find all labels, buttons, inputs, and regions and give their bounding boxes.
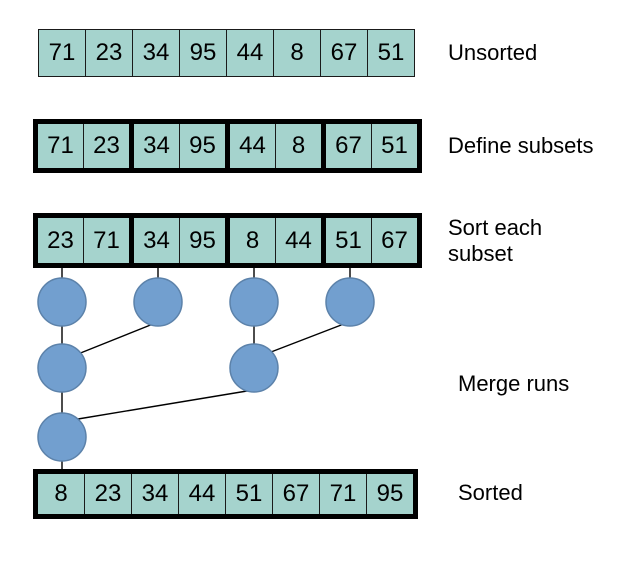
- array-cell: 71: [39, 30, 85, 76]
- array-cell: 8: [273, 30, 320, 76]
- array-cell: 67: [320, 30, 367, 76]
- array-cell: 95: [179, 124, 225, 168]
- subset-group: 34 95: [129, 213, 230, 268]
- array-cell: 67: [371, 218, 417, 263]
- subset-group: 44 8: [225, 119, 326, 173]
- array-row-sort-each-subset: 23 71 34 95 8 44 51 67: [33, 213, 422, 268]
- array-cell: 34: [131, 474, 178, 514]
- array-cell: 44: [178, 474, 225, 514]
- merge-node: [325, 277, 375, 327]
- array-cell: 51: [371, 124, 417, 168]
- array-cell: 71: [38, 124, 83, 168]
- array-cell: 8: [38, 474, 84, 514]
- array-cell: 95: [179, 218, 225, 263]
- stage-label-unsorted: Unsorted: [448, 40, 538, 65]
- subset-group: 34 95: [129, 119, 230, 173]
- array-cell: 8: [230, 218, 275, 263]
- merge-node: [37, 343, 87, 393]
- array-row-unsorted: 71 23 34 95 44 8 67 51: [38, 29, 415, 77]
- merge-nodes: [37, 277, 375, 462]
- stage-label-sorted: Sorted: [458, 480, 523, 505]
- merge-node: [229, 277, 279, 327]
- array-cell: 34: [132, 30, 179, 76]
- subset-group: 71 23: [33, 119, 134, 173]
- merge-node: [37, 277, 87, 327]
- array-cell: 8: [275, 124, 321, 168]
- array-cell: 95: [366, 474, 413, 514]
- array-cell: 44: [230, 124, 275, 168]
- subset-group: 51 67: [321, 213, 422, 268]
- array-cell: 71: [83, 218, 129, 263]
- array-cell: 23: [85, 30, 132, 76]
- subset-group: 23 71: [33, 213, 134, 268]
- array-cell: 51: [367, 30, 414, 76]
- array-cell: 44: [226, 30, 273, 76]
- merge-edges: [61, 267, 351, 471]
- array-cell: 23: [38, 218, 83, 263]
- stage-label-define-subsets: Define subsets: [448, 133, 594, 158]
- merge-edge: [270, 321, 350, 353]
- array-cell: 67: [326, 124, 371, 168]
- array-cell: 23: [84, 474, 131, 514]
- array-cell: 95: [179, 30, 226, 76]
- array-cell: 51: [326, 218, 371, 263]
- array-cell: 67: [272, 474, 319, 514]
- merge-edge: [77, 321, 159, 355]
- stage-label-merge-runs: Merge runs: [458, 371, 570, 396]
- subset-group: 8 44: [225, 213, 326, 268]
- subset-group: 67 51: [321, 119, 422, 173]
- array-cell: 23: [83, 124, 129, 168]
- array-cell: 34: [134, 218, 179, 263]
- array-cell: 34: [134, 124, 179, 168]
- merge-node: [37, 412, 87, 462]
- merge-node: [229, 343, 279, 393]
- merge-edge: [77, 389, 254, 420]
- array-cell: 44: [275, 218, 321, 263]
- array-cell: 71: [319, 474, 366, 514]
- stage-label-sort-each-subset: Sort each subset: [448, 215, 549, 266]
- merge-node: [133, 277, 183, 327]
- array-row-define-subsets: 71 23 34 95 44 8 67 51: [33, 119, 422, 173]
- array-row-sorted: 8 23 34 44 51 67 71 95: [33, 469, 418, 519]
- array-cell: 51: [225, 474, 272, 514]
